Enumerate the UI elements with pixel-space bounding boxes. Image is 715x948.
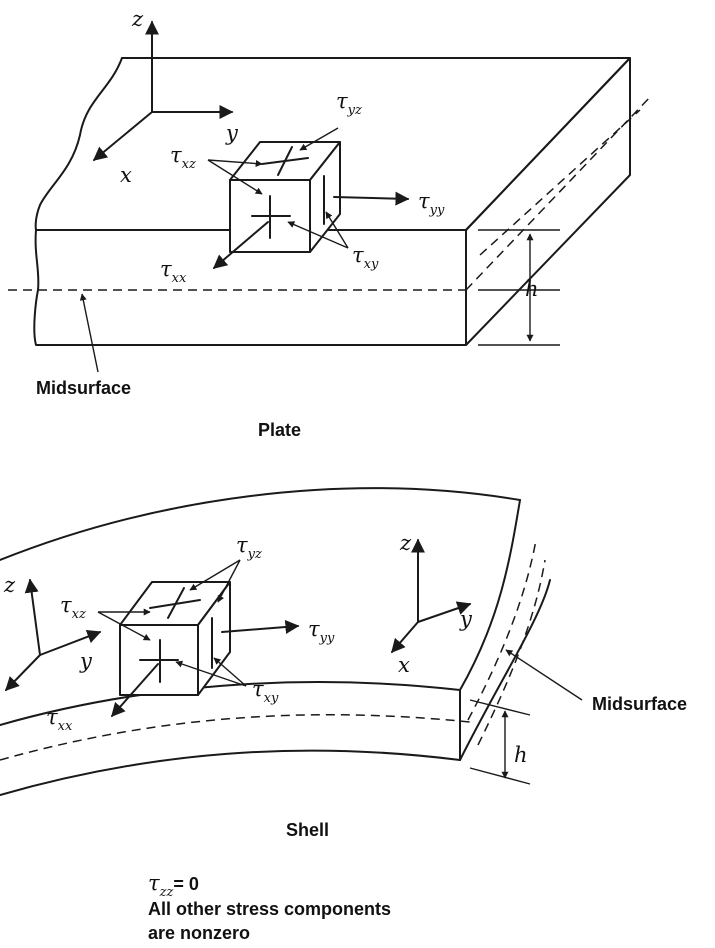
plate-figure: h z y x τyz τxz τyy τxy τxx Midsurfa (8, 7, 653, 440)
shell-bottom-front-edge (0, 749, 461, 796)
plate-leader-yz (299, 127, 339, 151)
plate-front-face (33, 229, 467, 346)
shell-midsurface-line (0, 714, 471, 761)
shell-dim-line-bot (469, 767, 531, 785)
shell-tau-xy: τxy (252, 677, 279, 706)
plate-tau-xx: τxx (160, 257, 187, 286)
plate-leader-xz-1 (207, 159, 263, 168)
shell-left-z-axis (24, 578, 41, 656)
plate-tau-xy: τxy (352, 243, 379, 272)
shell-leader-yz-1 (189, 559, 241, 591)
shell-right-y-axis (417, 601, 472, 623)
shell-side-dash-1 (467, 539, 537, 721)
shell-leader-xz-2 (97, 611, 151, 641)
shell-tau-yz: τyz (236, 533, 262, 562)
plate-top-edge (121, 57, 631, 231)
plate-right-face (465, 57, 631, 346)
plate-x-axis (92, 111, 153, 161)
shell-right-x-label: x (398, 653, 410, 677)
shell-tau-yy: τyy (308, 617, 335, 646)
shell-left-z-label: z (3, 573, 16, 597)
shell-side-outer (459, 499, 521, 691)
shell-midsurface-label: Midsurface (592, 694, 687, 714)
plate-torn-edge (34, 57, 123, 231)
shell-dim-line-top (469, 699, 531, 716)
plate-side-dash-2 (479, 109, 641, 256)
shell-left-y-label: y (79, 649, 93, 673)
plate-arrow-yy (333, 191, 410, 206)
shell-top-front-edge (0, 681, 461, 726)
shell-right-x-axis (391, 621, 419, 654)
plate-tau-xz: τxz (170, 143, 196, 172)
note-line-2: are nonzero (148, 923, 250, 943)
plate-tau-yy: τyy (418, 189, 445, 218)
shell-side-inner (459, 579, 551, 761)
shell-thickness-label: h (514, 743, 528, 767)
plate-leader-xz-2 (207, 159, 263, 195)
plate-leader-xy-2 (325, 211, 349, 249)
plate-caption: Plate (258, 420, 301, 440)
plate-leader-xy-1 (287, 221, 349, 249)
shell-leader-xy-1 (175, 660, 247, 687)
shell-tau-xz: τxz (60, 593, 86, 622)
plate-midsurface-pointer (79, 293, 99, 373)
plate-z-label: z (131, 7, 144, 31)
notes: τzz= 0 All other stress components are n… (148, 871, 391, 943)
shell-left-x-axis (5, 654, 41, 692)
shell-right-z-label: z (399, 531, 412, 555)
shell-cube-top-cross-2 (167, 587, 185, 619)
shell-top-outer-edge (0, 487, 521, 561)
shell-arrow-yy (221, 620, 300, 634)
plate-y-label: y (225, 121, 239, 145)
plate-tau-yz: τyz (336, 89, 362, 118)
plate-midsurface-label: Midsurface (36, 378, 131, 398)
shell-leader-yz-2 (217, 559, 241, 603)
note-tau-zz: τzz= 0 (148, 871, 199, 900)
shell-right-y-label: y (459, 607, 473, 631)
shell-midsurface-pointer (505, 649, 583, 701)
shell-side-dash-2 (477, 559, 546, 746)
shell-caption: Shell (286, 820, 329, 840)
plate-midsurface-side (465, 94, 653, 291)
plate-cube-top-cross-2 (277, 146, 293, 176)
shell-left-y-axis (39, 629, 102, 656)
plate-arrow-xx (212, 221, 269, 269)
shell-arrow-xx (111, 663, 159, 718)
plate-x-label: x (120, 163, 132, 187)
note-line-1: All other stress components (148, 899, 391, 919)
shell-leader-xy-2 (213, 657, 247, 687)
shell-tau-xx: τxx (46, 705, 73, 734)
shell-figure: h z y z y x τyz τxz τyy τx (0, 487, 687, 840)
plate-thickness-label: h (525, 277, 539, 301)
